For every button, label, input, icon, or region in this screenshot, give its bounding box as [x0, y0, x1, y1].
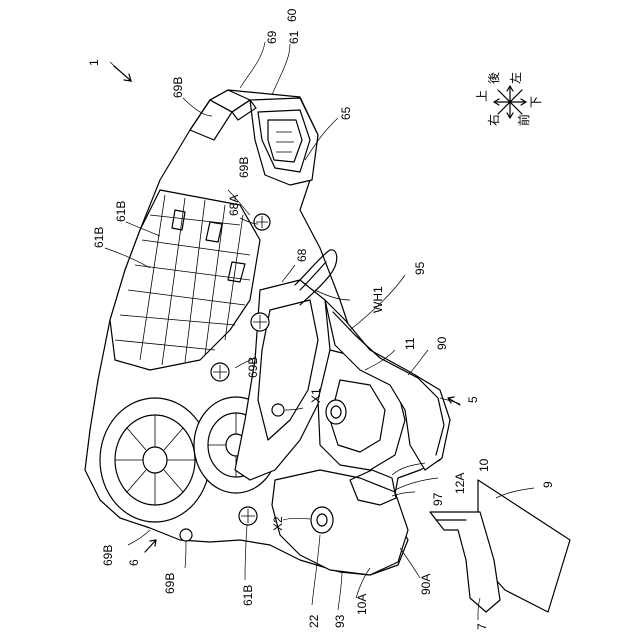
label-9: 9: [541, 481, 555, 488]
assembly-arrow: [114, 66, 131, 81]
direction-back: 後: [487, 72, 501, 84]
label-69: 69: [265, 30, 279, 44]
screw-left: [211, 363, 229, 381]
screw-right: [272, 404, 284, 416]
label-X1: X1: [309, 388, 323, 403]
label-61B-bottom: 61B: [241, 585, 255, 606]
handle-rod: [430, 480, 570, 612]
label-5: 5: [466, 396, 480, 403]
label-assembly-1: 1: [87, 59, 101, 66]
label-97: 97: [431, 492, 445, 506]
label-69B-left: 69B: [101, 545, 115, 566]
screw-low: [239, 507, 257, 525]
label-12A: 12A: [453, 473, 467, 494]
label-69B-top: 69B: [171, 77, 185, 98]
screw-bottom-left: [180, 529, 192, 541]
label-69B-low: 69B: [246, 357, 260, 378]
label-69B-mid: 69B: [237, 157, 251, 178]
label-68A: 68A: [227, 195, 241, 216]
label-90A: 90A: [419, 574, 433, 595]
label-61: 61: [287, 30, 301, 44]
label-6: 6: [127, 559, 141, 566]
direction-left: 左: [508, 72, 523, 84]
label-7: 7: [475, 623, 489, 630]
direction-down: 下: [529, 96, 543, 108]
direction-arrows: [494, 86, 526, 118]
direction-up: 上: [475, 90, 489, 102]
label-68: 68: [295, 248, 309, 262]
label-90: 90: [435, 336, 449, 350]
label-10A: 10A: [355, 594, 369, 615]
label-69B-bottom: 69B: [163, 573, 177, 594]
label-WH1: WH1: [371, 286, 385, 313]
screw-mid: [251, 313, 269, 331]
direction-front: 前: [516, 114, 531, 126]
label-X2: X2: [271, 516, 285, 531]
label-95: 95: [413, 261, 427, 275]
screw-top: [254, 214, 270, 230]
label-22: 22: [307, 614, 321, 628]
label-60: 60: [285, 8, 299, 22]
direction-legend: 上 後 左 下 右 前: [475, 72, 543, 126]
label-61B-a: 61B: [114, 201, 128, 222]
label-93: 93: [333, 614, 347, 628]
label-11: 11: [403, 337, 417, 350]
label-65: 65: [339, 106, 353, 120]
direction-right: 右: [486, 114, 501, 126]
part6-arrow: [145, 540, 156, 552]
label-61B-b: 61B: [92, 227, 106, 248]
part5-arrow: [448, 397, 460, 405]
label-10: 10: [477, 458, 491, 472]
